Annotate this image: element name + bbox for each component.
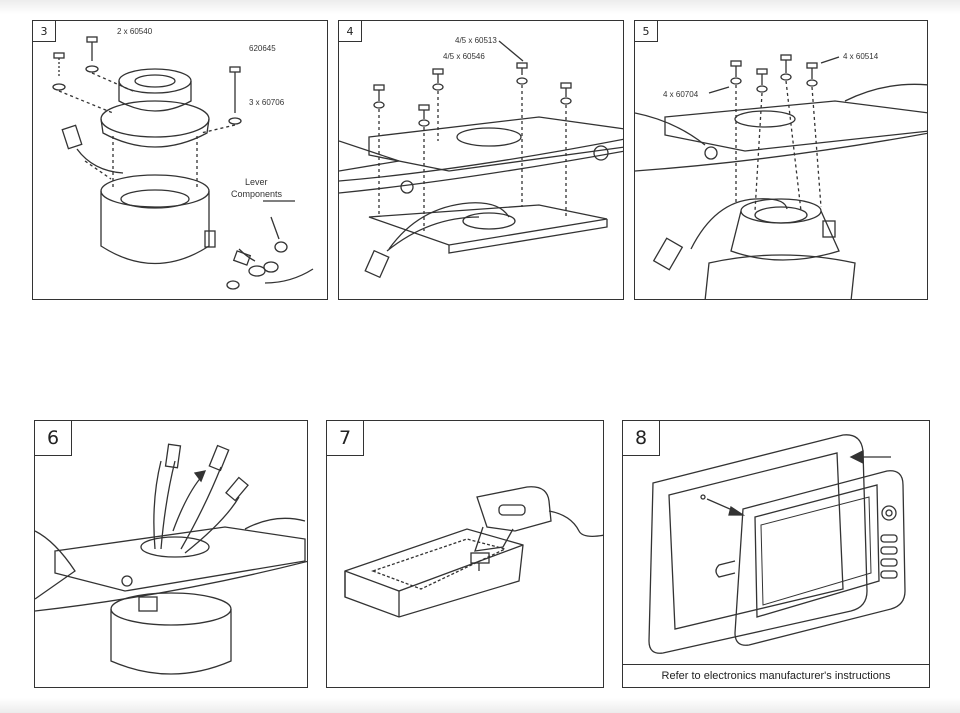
step-6-illustration bbox=[35, 443, 307, 675]
step-number: 6 bbox=[35, 421, 72, 456]
instruction-caption: Refer to electronics manufacturer's inst… bbox=[623, 664, 929, 687]
label-60704: 4 x 60704 bbox=[663, 90, 699, 99]
label-60706: 3 x 60706 bbox=[249, 98, 285, 107]
step-number: 8 bbox=[623, 421, 660, 456]
label-60513: 4/5 x 60513 bbox=[455, 36, 497, 45]
step-3-panel: 3 bbox=[32, 20, 328, 300]
step-7-illustration bbox=[344, 486, 603, 618]
step-7-panel: 7 bbox=[326, 420, 604, 688]
step-6-panel: 6 bbox=[34, 420, 308, 688]
label-620645: 620645 bbox=[249, 44, 276, 53]
label-60514: 4 x 60514 bbox=[843, 52, 879, 61]
step-number: 3 bbox=[33, 21, 56, 42]
label-lever: Lever bbox=[245, 177, 268, 187]
step-8-illustration bbox=[648, 434, 906, 654]
step-number: 4 bbox=[339, 21, 362, 42]
label-60540: 2 x 60540 bbox=[117, 27, 153, 36]
step-3-illustration: 2 x 60540 620645 3 x 60706 Lever Compone… bbox=[52, 27, 314, 290]
label-components: Components bbox=[231, 189, 283, 199]
label-60546: 4/5 x 60546 bbox=[443, 52, 485, 61]
step-4-illustration: 4/5 x 60513 4/5 x 60546 bbox=[339, 36, 623, 279]
step-8-panel: 8 bbox=[622, 420, 930, 688]
step-4-panel: 4 bbox=[338, 20, 624, 300]
step-number: 7 bbox=[327, 421, 364, 456]
step-5-illustration: 4 x 60514 4 x 60704 bbox=[635, 52, 927, 299]
step-number: 5 bbox=[635, 21, 658, 42]
step-5-panel: 5 bbox=[634, 20, 928, 300]
